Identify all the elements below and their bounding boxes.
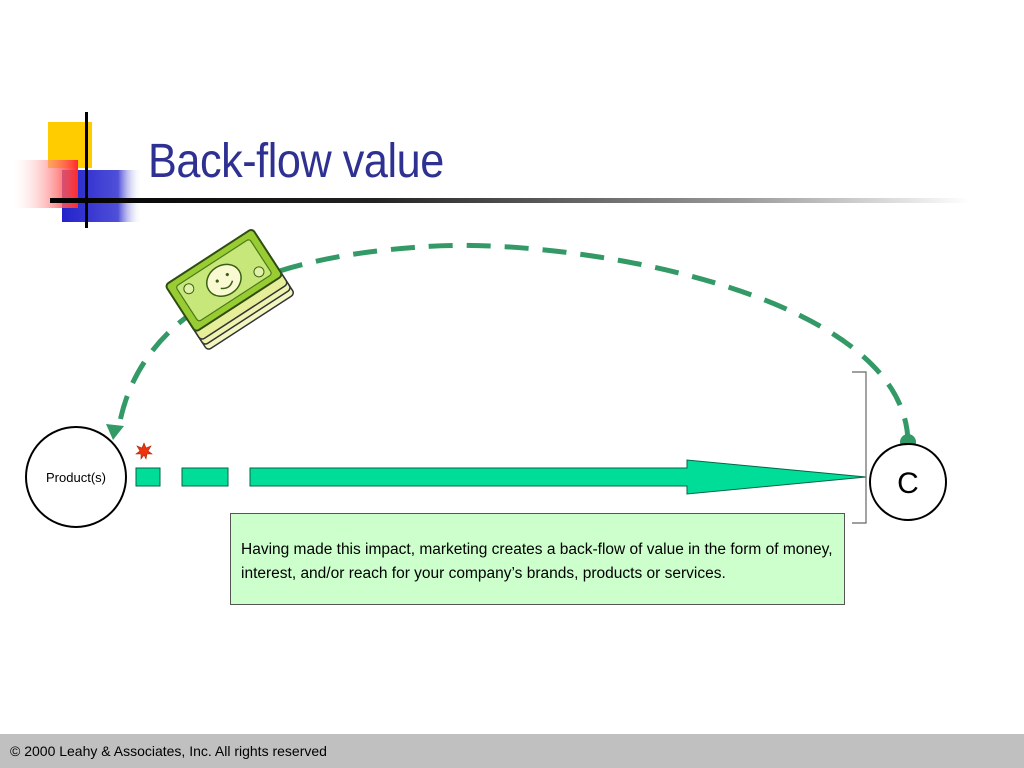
backflow-arrowhead <box>106 424 124 440</box>
footer-bar: © 2000 Leahy & Associates, Inc. All righ… <box>0 734 1024 768</box>
customer-node-label: C <box>897 467 919 500</box>
impact-spark-icon <box>135 442 153 460</box>
forward-dash-1 <box>135 467 161 487</box>
customer-node <box>869 443 947 521</box>
product-node <box>25 426 127 528</box>
logo-vertical-line <box>85 112 88 228</box>
copyright-text: © 2000 Leahy & Associates, Inc. All righ… <box>10 743 327 759</box>
page-title: Back-flow value <box>148 135 444 188</box>
slide-logo-icon <box>14 112 142 228</box>
product-node-label: Product(s) <box>46 470 106 485</box>
callout-box: Having made this impact, marketing creat… <box>230 513 845 605</box>
title-rule <box>50 198 970 203</box>
forward-dash-2 <box>181 467 229 487</box>
forward-arrow <box>249 459 867 495</box>
money-stack-icon <box>165 229 294 350</box>
callout-text: Having made this impact, marketing creat… <box>241 541 833 582</box>
bracket <box>852 371 867 524</box>
